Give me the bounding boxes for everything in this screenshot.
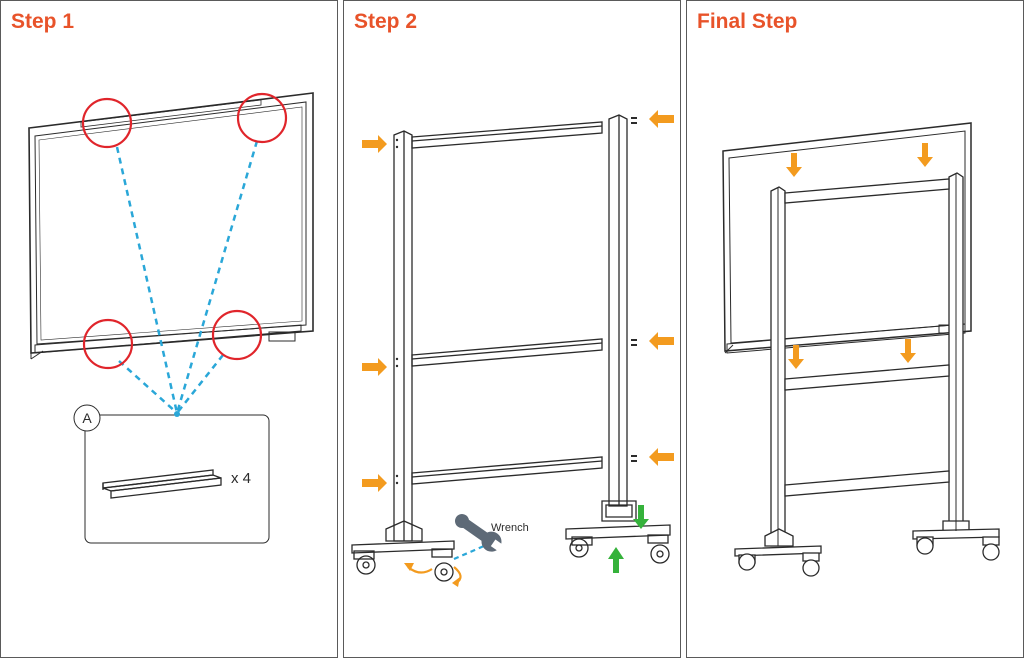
whiteboard-frame (28, 92, 314, 360)
arrow-down-icon (786, 153, 802, 177)
mount-point-circle (82, 318, 134, 370)
part-a-callout: A x 4 (73, 404, 270, 544)
part-letter: A (82, 410, 92, 426)
arrow-left-icon (649, 448, 674, 466)
step-2-illustration: Wrench (351, 110, 674, 587)
wrench-icon (455, 514, 504, 552)
push-up-arrow-icon (608, 547, 624, 573)
arrow-right-icon (362, 135, 387, 153)
bracket-part-icon (102, 469, 222, 499)
mount-point-circle (211, 309, 263, 361)
step-2-title: Step 2 (354, 10, 418, 33)
step-1-title: Step 1 (11, 10, 75, 33)
mount-point-markers (81, 92, 288, 370)
guide-lines (115, 140, 259, 414)
arrow-down-icon (917, 143, 933, 167)
panel-final-step: Final Step (686, 0, 1024, 658)
mount-point-circle (236, 92, 288, 144)
hang-arrows (786, 143, 933, 369)
arrow-left-icon (649, 110, 674, 128)
arrow-down-icon (900, 339, 916, 363)
mount-point-circle (81, 97, 133, 149)
part-quantity: x 4 (231, 470, 251, 487)
part-letter-badge (73, 404, 101, 432)
final-step-illustration (722, 122, 1000, 577)
arrow-right-icon (362, 358, 387, 376)
push-down-arrow-icon (633, 505, 649, 529)
tool-label: Wrench (491, 522, 529, 534)
whiteboard-frame (722, 122, 972, 354)
step-1-illustration: A x 4 (28, 92, 314, 544)
stand-frame (734, 172, 1000, 577)
panel-step-2: Step 2 (343, 0, 681, 658)
arrow-right-icon (362, 474, 387, 492)
panel-step-1: Step 1 (0, 0, 338, 658)
post-holes (395, 117, 637, 485)
final-step-title: Final Step (697, 10, 798, 33)
stand-frame (351, 114, 671, 582)
insert-arrows (362, 110, 674, 492)
arrow-left-icon (649, 332, 674, 350)
arrow-down-icon (788, 345, 804, 369)
